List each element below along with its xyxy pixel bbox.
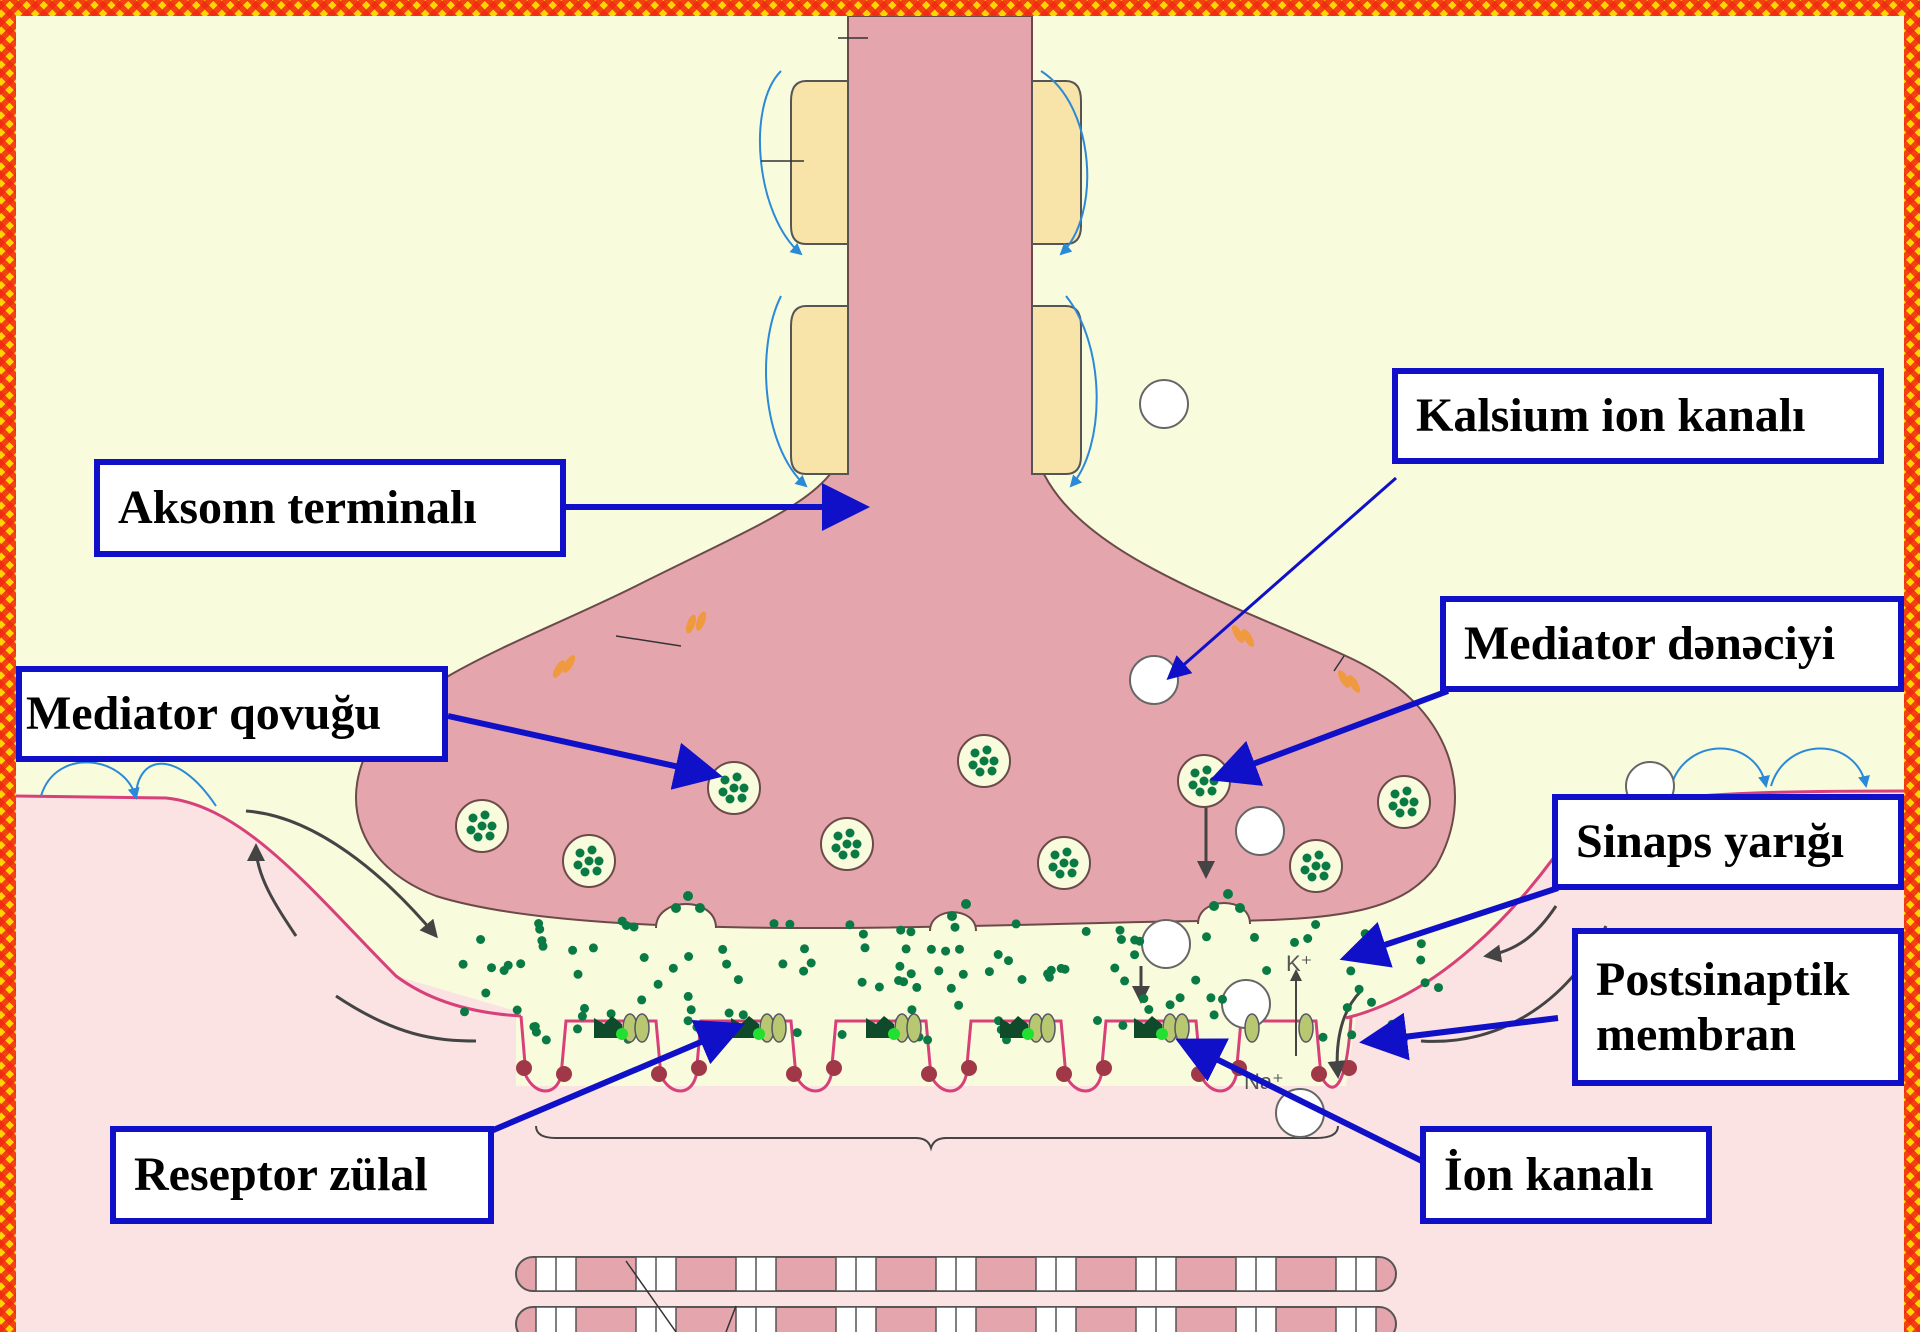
vesicle [1178, 755, 1230, 807]
vesicle [958, 735, 1010, 787]
vesicle [1038, 837, 1090, 889]
vesicle [456, 800, 508, 852]
label-mediator-vesicle: Mediator qovuğu [16, 666, 448, 762]
vesicle [821, 818, 873, 870]
label-receptor-protein: Reseptor zülal [110, 1126, 494, 1224]
receptor-channel [1134, 1014, 1189, 1042]
receptor-channel [1000, 1014, 1055, 1042]
diagram-canvas: K⁺ Na⁺ Aksonn terminalı Kalsium ion kana… [16, 16, 1904, 1332]
label-ion-channel: İon kanalı [1420, 1126, 1712, 1224]
potassium-symbol: K⁺ [1286, 951, 1312, 976]
vesicle [1378, 776, 1430, 828]
ion-channel-extra [1245, 1014, 1313, 1042]
muscle-fiber [516, 1307, 1396, 1332]
label-mediator-granule: Mediator dənəciyi [1440, 596, 1904, 692]
muscle-fiber [516, 1257, 1396, 1291]
label-synaptic-cleft: Sinaps yarığı [1552, 794, 1904, 890]
label-calcium-ion-channel: Kalsium ion kanalı [1392, 368, 1884, 464]
vesicle [1290, 840, 1342, 892]
receptor-channel [866, 1014, 921, 1042]
label-postsynaptic-membrane: Postsinaptik membran [1572, 928, 1904, 1086]
receptor-channel [594, 1014, 649, 1042]
label-axon-terminal: Aksonn terminalı [94, 459, 566, 557]
vesicle [563, 835, 615, 887]
receptor-channel [731, 1014, 786, 1042]
vesicle [708, 762, 760, 814]
